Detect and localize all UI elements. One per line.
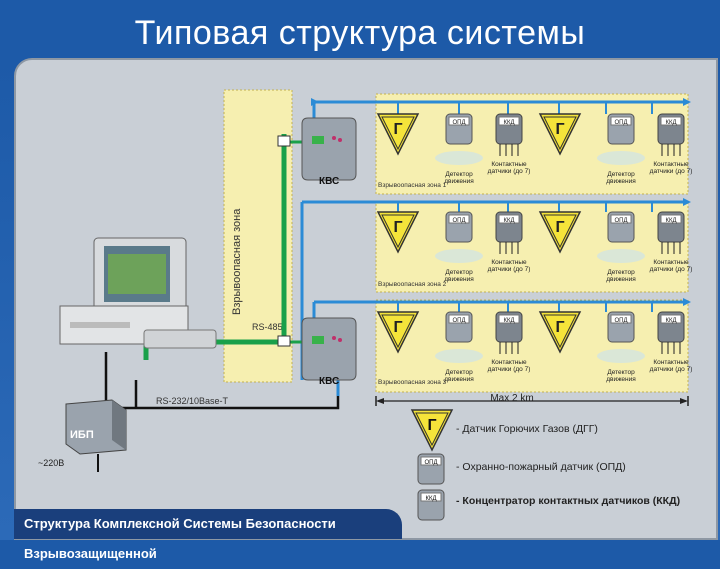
- opd-label: ОПД: [452, 318, 465, 324]
- motion-detector-label: Детектор: [445, 171, 473, 178]
- kvs-label-bottom: КВС: [319, 376, 339, 387]
- dgg-sensor: Г: [539, 113, 581, 155]
- contact-sensors-label: Контактные: [491, 359, 527, 366]
- legend-kkd-text: - Концентратор контактных датчиков (ККД): [456, 495, 680, 507]
- kkd-label: ККД: [503, 218, 514, 224]
- kvs-unit-top: КВС: [301, 117, 357, 187]
- dgg-sensor: Г: [377, 311, 419, 353]
- bus-arrows: [311, 98, 691, 306]
- ups-label: ИБП: [70, 429, 94, 441]
- distance-label: Max 2 km: [490, 393, 533, 404]
- opd-label: ОПД: [614, 218, 627, 224]
- kkd-label: ККД: [665, 218, 676, 224]
- kkd-label: ККД: [503, 318, 514, 324]
- zone-1-label: Взрывоопасная зона 1: [378, 182, 447, 189]
- contact-sensors-label: Контактные: [653, 259, 689, 266]
- dgg-symbol: Г: [555, 219, 564, 236]
- motion-detector-label: движения: [606, 376, 636, 383]
- dgg-symbol: Г: [393, 121, 402, 138]
- connector-bottom: [277, 335, 291, 347]
- motion-detector-label: Детектор: [607, 171, 635, 178]
- kkd-label: ККД: [665, 318, 676, 324]
- diagram-panel: Взрывоопасная зона RS-485 Взрывоопасная …: [14, 58, 718, 540]
- contact-sensors-label: датчики (до 7): [488, 366, 531, 373]
- legend-kkd-icon: ККД: [417, 489, 445, 521]
- zone-3-label: Взрывоопасная зона 3: [378, 379, 447, 386]
- motion-detector-label: Детектор: [607, 369, 635, 376]
- contact-sensors-label: датчики (до 7): [650, 266, 693, 273]
- system-diagram: Взрывоопасная зона RS-485 Взрывоопасная …: [38, 89, 693, 521]
- motion-detector-label: движения: [444, 276, 474, 283]
- legend-opd-symbol: ОПД: [424, 460, 437, 466]
- zone-2: Взрывоопасная зона 2: [375, 201, 689, 293]
- legend-dgg-symbol: Г: [427, 417, 436, 434]
- slide-title: Типовая структура системы: [134, 14, 586, 52]
- motion-detector-label: движения: [444, 178, 474, 185]
- dgg-symbol: Г: [555, 319, 564, 336]
- rs232-line: [104, 352, 340, 410]
- kvs-label-top: КВС: [319, 176, 339, 187]
- contact-sensors-label: датчики (до 7): [650, 366, 693, 373]
- kkd-label: ККД: [665, 120, 676, 126]
- opd-label: ОПД: [614, 318, 627, 324]
- legend-dgg-icon: Г: [411, 409, 453, 451]
- voltage-label: ~220В: [38, 458, 64, 468]
- motion-detector-label: движения: [606, 276, 636, 283]
- kvs-unit-bottom: КВС: [301, 317, 357, 387]
- dgg-sensor: Г: [539, 311, 581, 353]
- contact-sensors-label: датчики (до 7): [488, 168, 531, 175]
- dgg-symbol: Г: [555, 121, 564, 138]
- legend-dgg-text: - Датчик Горючих Газов (ДГГ): [456, 423, 598, 435]
- device-drops: [397, 102, 653, 312]
- contact-sensors-label: датчики (до 7): [488, 266, 531, 273]
- rs485-label: RS-485: [252, 322, 283, 332]
- dgg-sensor: Г: [539, 211, 581, 253]
- legend: Г - Датчик Горючих Газов (ДГГ) ОПД - Охр…: [411, 409, 680, 521]
- zone-2-label: Взрывоопасная зона 2: [378, 281, 447, 288]
- dgg-sensor: Г: [377, 211, 419, 253]
- contact-sensors-label: Контактные: [653, 359, 689, 366]
- dgg-sensor: Г: [377, 113, 419, 155]
- contact-sensors-label: Контактные: [491, 161, 527, 168]
- connector-top: [277, 135, 291, 147]
- rs232-label: RS-232/10Base-T: [156, 396, 229, 406]
- motion-detector-label: Детектор: [445, 269, 473, 276]
- motion-detector-label: движения: [444, 376, 474, 383]
- motion-detector-label: Детектор: [445, 369, 473, 376]
- legend-kkd-symbol: ККД: [425, 496, 436, 502]
- opd-label: ОПД: [614, 120, 627, 126]
- legend-opd-text: - Охранно-пожарный датчик (ОПД): [456, 461, 626, 473]
- footer-caption: Структура Комплексной Системы Безопаснос…: [14, 509, 402, 561]
- zone-3: Взрывоопасная зона 3: [375, 299, 689, 393]
- dgg-symbol: Г: [393, 319, 402, 336]
- distance-marker: Max 2 km: [375, 393, 689, 406]
- opd-label: ОПД: [452, 120, 465, 126]
- hazardous-zone-label: Взрывоопасная зона: [231, 208, 243, 315]
- contact-sensors-label: Контактные: [491, 259, 527, 266]
- legend-opd-icon: ОПД: [417, 453, 445, 485]
- motion-detector-label: движения: [606, 178, 636, 185]
- kkd-label: ККД: [503, 120, 514, 126]
- contact-sensors-label: датчики (до 7): [650, 168, 693, 175]
- computer: [59, 237, 217, 349]
- dgg-symbol: Г: [393, 219, 402, 236]
- ups: ИБП ~220В: [38, 399, 127, 472]
- zone-1: Взрывоопасная зона 1: [375, 93, 689, 195]
- contact-sensors-label: Контактные: [653, 161, 689, 168]
- motion-detector-label: Детектор: [607, 269, 635, 276]
- opd-label: ОПД: [452, 218, 465, 224]
